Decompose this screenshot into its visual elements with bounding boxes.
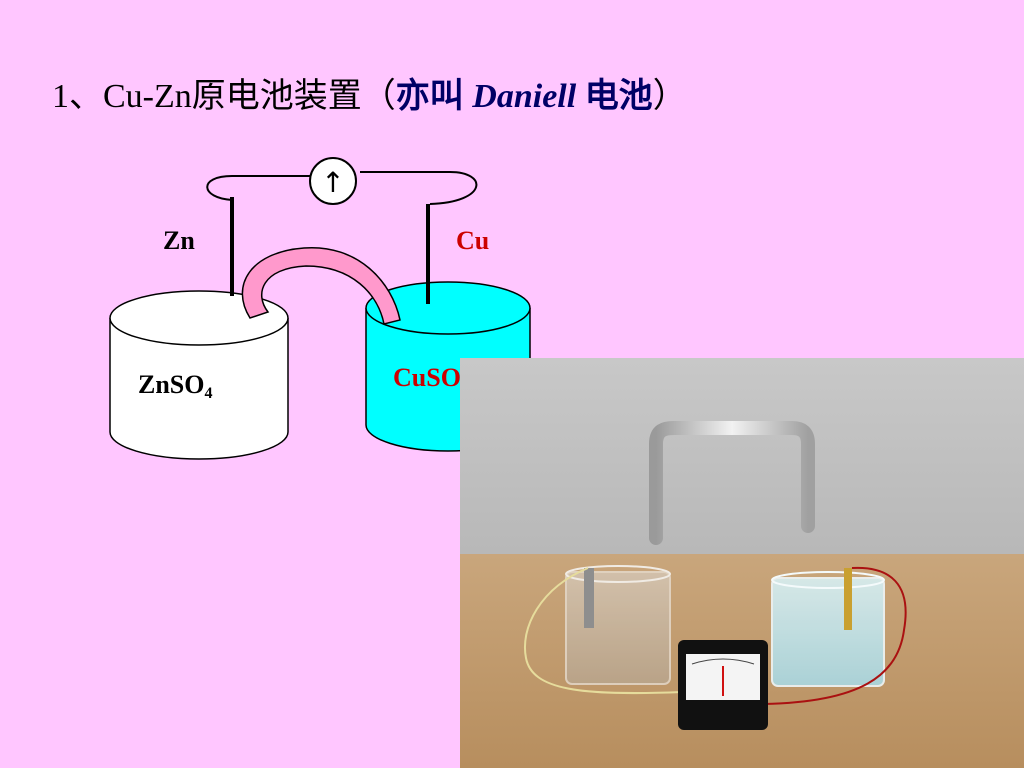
zinc-label: Zn — [163, 226, 195, 255]
photo-salt-bridge — [649, 421, 815, 545]
title-accent-italic: Daniell — [472, 78, 577, 115]
copper-label: Cu — [456, 226, 490, 255]
lab-photo — [460, 358, 1024, 768]
photo-wire-left — [524, 567, 683, 695]
title-suffix: ） — [652, 78, 687, 115]
znso4-text: ZnSO — [138, 370, 205, 399]
salt-bridge — [241, 247, 401, 325]
external-wire — [206, 171, 478, 205]
title-accent-text-2: 电池 — [584, 78, 653, 115]
cuso4-text: CuSO — [393, 363, 461, 392]
cuso4-label: CuSO4 — [393, 363, 469, 396]
znso4-label: ZnSO4 — [138, 370, 213, 403]
photo-galvanometer — [678, 640, 768, 730]
ammeter-symbol: ↑ — [321, 166, 344, 199]
photo-wire-right — [763, 566, 907, 705]
slide-title: 1、Cu-Zn原电池装置（亦叫 Daniell 电池） — [52, 68, 687, 117]
wall — [460, 358, 1024, 554]
title-accent-text-1: 亦叫 — [395, 78, 464, 115]
title-accent: 亦叫 Daniell 电池 — [396, 78, 653, 115]
znso4-subscript: 4 — [204, 385, 213, 402]
ammeter — [309, 157, 357, 205]
photo-copper-beaker — [771, 568, 885, 687]
title-prefix: 1、Cu-Zn原电池装置（ — [52, 78, 396, 115]
photo-zinc-beaker — [565, 565, 671, 685]
